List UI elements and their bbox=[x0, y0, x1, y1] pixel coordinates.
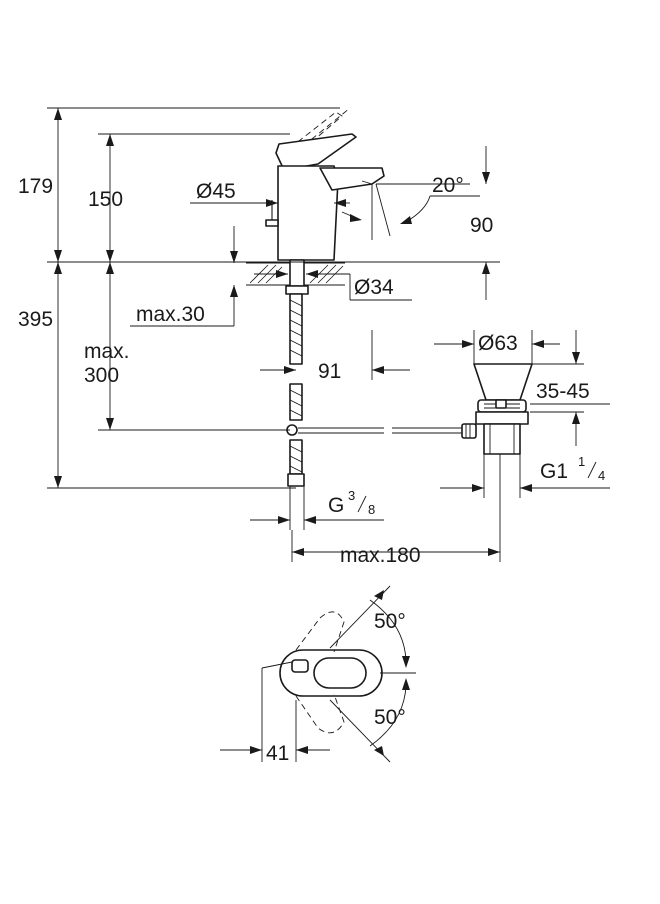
label-150: 150 bbox=[88, 188, 123, 211]
label-diameter-45: Ø45 bbox=[196, 180, 236, 203]
supply-thread-num: 3 bbox=[348, 488, 355, 503]
label-g1-1-4: G1 1 4 bbox=[540, 454, 605, 483]
waste-assembly bbox=[461, 363, 533, 455]
label-angle-50-bottom: 50° bbox=[374, 706, 406, 729]
label-max-180: max.180 bbox=[340, 544, 421, 567]
label-179: 179 bbox=[18, 175, 53, 198]
shank bbox=[289, 259, 305, 287]
label-91: 91 bbox=[318, 360, 341, 383]
flexible-hose bbox=[287, 293, 305, 487]
label-diameter-63: Ø63 bbox=[478, 332, 518, 355]
supply-thread-den: 8 bbox=[368, 502, 375, 517]
label-max-30: max.30 bbox=[136, 303, 205, 326]
dimension-lines bbox=[47, 107, 610, 562]
waste-thread-main: G1 bbox=[540, 460, 568, 483]
faucet-top-view bbox=[220, 585, 416, 763]
waste-thread-num: 1 bbox=[578, 454, 585, 469]
faucet-side-view bbox=[246, 107, 385, 487]
label-g-3-8: G 3 8 bbox=[328, 488, 375, 517]
faucet-body bbox=[277, 165, 339, 261]
supply-thread-main: G bbox=[328, 494, 344, 517]
popup-rod bbox=[265, 219, 279, 227]
label-angle-20: 20° bbox=[432, 174, 464, 197]
label-300: 300 bbox=[84, 364, 119, 387]
label-90: 90 bbox=[470, 214, 493, 237]
lever bbox=[275, 133, 357, 171]
dimension-labels: 179 150 Ø45 20° 90 395 Ø34 max.30 max. 3… bbox=[18, 174, 605, 765]
label-max: max. bbox=[84, 340, 130, 363]
label-395: 395 bbox=[18, 308, 53, 331]
label-angle-50-top: 50° bbox=[374, 610, 406, 633]
waste-thread-den: 4 bbox=[598, 468, 605, 483]
spout bbox=[319, 167, 385, 191]
label-35-45: 35-45 bbox=[536, 380, 590, 403]
lever-raised-outline bbox=[289, 111, 343, 153]
link-rod bbox=[298, 427, 462, 434]
label-41: 41 bbox=[266, 742, 289, 765]
label-diameter-34: Ø34 bbox=[354, 276, 394, 299]
